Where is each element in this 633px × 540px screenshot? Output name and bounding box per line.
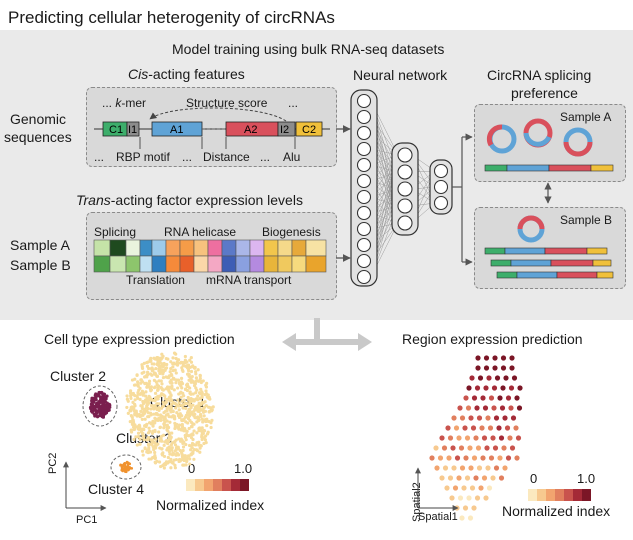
region-color-scale <box>528 489 591 501</box>
cell-type-title: Cell type expression prediction <box>44 331 235 347</box>
label-c2: C2 <box>302 124 316 136</box>
label-a2: A2 <box>244 124 257 136</box>
cell-scale-min: 0 <box>188 461 196 476</box>
neural-network-diagram <box>350 89 453 287</box>
cis-title: Cis-acting features <box>128 66 245 82</box>
preference-sample-b: Sample B <box>560 213 613 227</box>
preference-title-2: preference <box>511 85 578 101</box>
biogenesis-label: Biogenesis <box>262 225 321 239</box>
cluster-4-label: Cluster 4 <box>88 481 145 497</box>
spatial-plot <box>429 355 523 521</box>
region-scale-min: 0 <box>530 471 538 486</box>
pc1-axis-label: PC1 <box>76 514 98 526</box>
region-title: Region expression prediction <box>402 331 583 347</box>
region-legend-label: Normalized index <box>502 503 611 519</box>
split-arrows <box>290 318 362 345</box>
trans-title: Trans-acting factor expression levels <box>76 192 303 208</box>
preference-sample-a: Sample A <box>560 110 612 124</box>
cell-legend-label: Normalized index <box>156 497 265 513</box>
label-i1: I1 <box>128 124 137 136</box>
alu-label: Alu <box>283 150 301 164</box>
segment-i2 <box>277 121 296 137</box>
cell-scale-max: 1.0 <box>234 461 253 476</box>
sample-b-label: Sample B <box>10 257 71 273</box>
umap-plot <box>63 351 215 511</box>
label-a1: A1 <box>170 124 183 136</box>
segment-c2 <box>295 121 323 137</box>
segment-i1 <box>126 121 140 137</box>
rna-helicase-label: RNA helicase <box>164 225 237 239</box>
genomic-label-1: Genomic <box>10 111 67 127</box>
mrna-transport-label: mRNA transport <box>206 273 292 287</box>
translation-label: Translation <box>126 273 185 287</box>
label-c1: C1 <box>109 124 123 136</box>
dots-mid: ... <box>182 150 193 164</box>
genomic-sequence-bar: C1 I1 A1 A2 I2 C2 <box>94 107 330 149</box>
sample-a-label: Sample A <box>10 237 70 253</box>
dots-mid2: ... <box>260 150 271 164</box>
spatial1-axis-label: Spatial1 <box>418 511 458 523</box>
neural-network-title: Neural network <box>353 67 448 83</box>
cell-color-scale <box>186 479 249 491</box>
genomic-label-2: sequences <box>4 129 72 145</box>
preference-title-1: CircRNA splicing <box>487 67 592 83</box>
distance-label: Distance <box>203 150 250 164</box>
rbp-motif-label: RBP motif <box>116 150 170 164</box>
trans-heatmap <box>93 239 327 273</box>
label-i2: I2 <box>280 124 289 136</box>
training-header: Model training using bulk RNA-seq datase… <box>172 41 445 57</box>
structure-score-label: Structure score <box>186 96 268 110</box>
dots-right: ... <box>288 96 299 110</box>
region-scale-max: 1.0 <box>577 471 596 486</box>
splicing-label: Splicing <box>94 225 137 239</box>
cluster-2-label: Cluster 2 <box>50 368 107 384</box>
sample-a-circrnas <box>484 118 614 172</box>
page-title: Predicting cellular heterogenity of circ… <box>8 8 335 27</box>
rbp-prefix: ... <box>94 150 105 164</box>
sample-b-circrnas <box>484 215 614 279</box>
kmer-label: ... k-mer <box>102 96 147 110</box>
